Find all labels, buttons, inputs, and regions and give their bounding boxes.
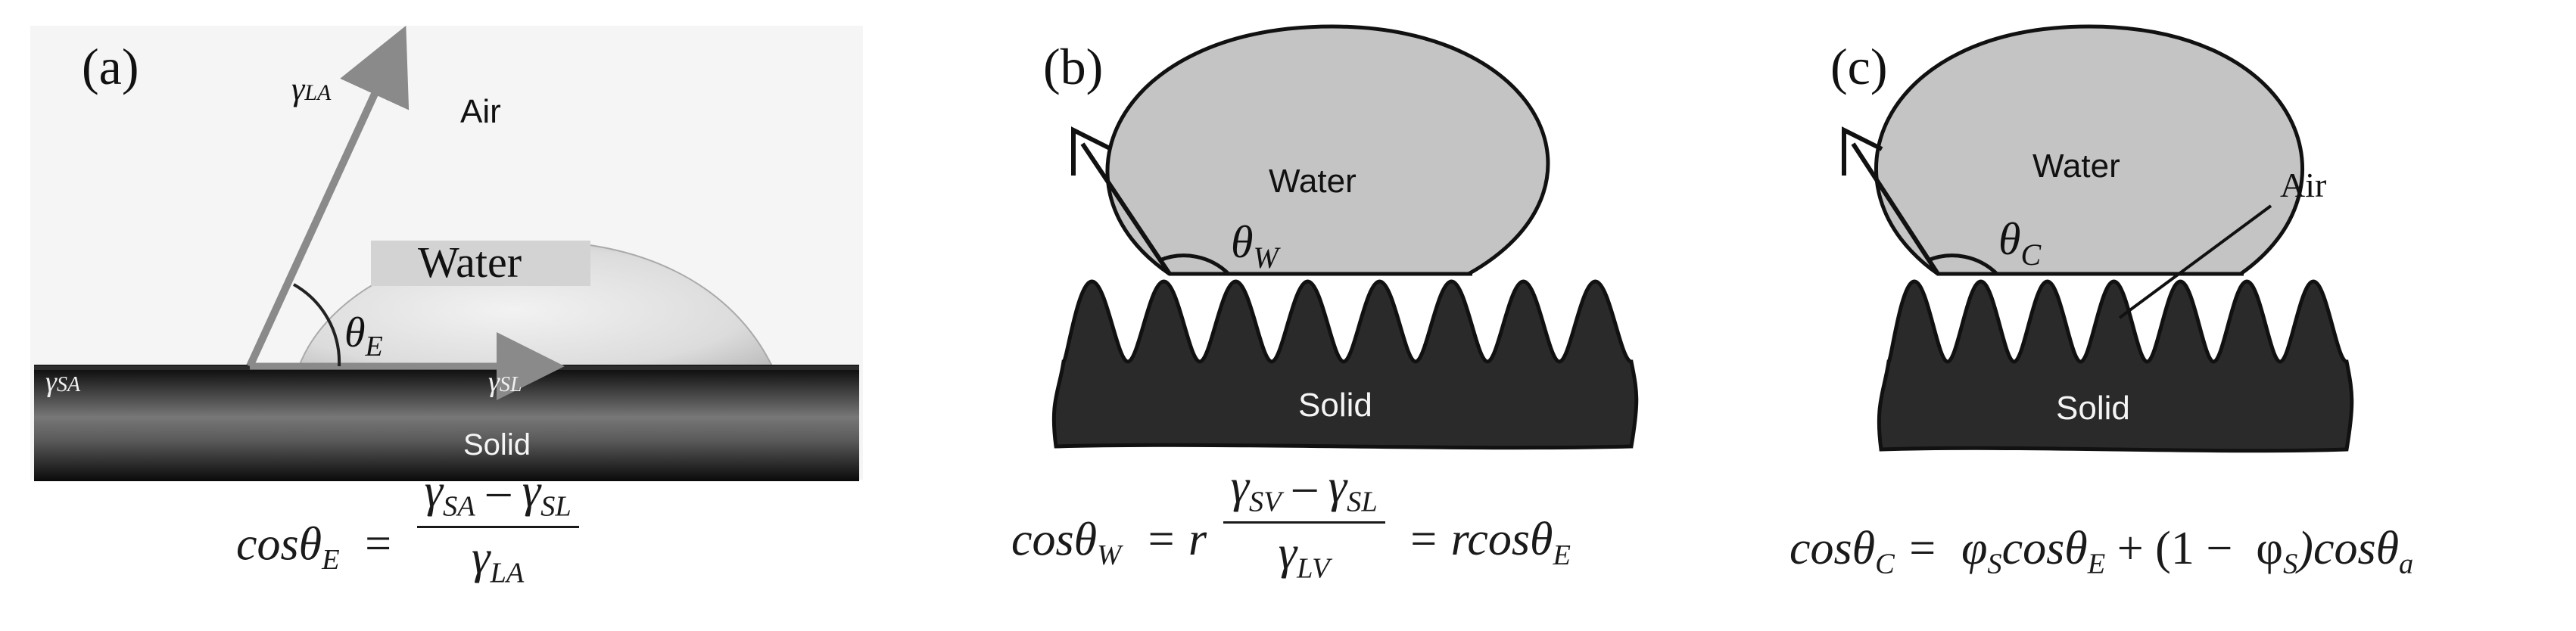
solid-label-c: Solid bbox=[2056, 390, 2130, 427]
panel-c-label: (c) bbox=[1830, 38, 1888, 95]
gamma-sl-symbol: γ bbox=[488, 366, 500, 398]
panel-c-graphics bbox=[1842, 24, 2354, 453]
air-label-a: Air bbox=[460, 93, 501, 130]
panel-b-graphics bbox=[1051, 24, 1639, 450]
contact-angle-arc-c bbox=[1927, 253, 1998, 275]
water-droplet-b bbox=[1105, 24, 1550, 276]
panel-b-label: (b) bbox=[1043, 38, 1104, 95]
theta-e-label: θE bbox=[344, 312, 383, 361]
gamma-la-symbol: γ bbox=[291, 70, 305, 107]
rough-solid-c bbox=[1877, 279, 2354, 453]
theta-symbol-a: θ bbox=[344, 309, 366, 356]
panel-a-label: (a) bbox=[82, 38, 139, 95]
eq-b-num-gamma-1: γ bbox=[1230, 461, 1250, 512]
gamma-sl-subscript: SL bbox=[499, 373, 522, 396]
eq-a-fraction: γSA – γSL γLA bbox=[416, 465, 579, 588]
eq-c-cos1-sub: E bbox=[2087, 548, 2106, 580]
tangent-line-b bbox=[1080, 142, 1172, 275]
eq-a-den-gamma: γ bbox=[472, 531, 491, 583]
eq-c-lhs-sub: C bbox=[1875, 548, 1895, 580]
eq-c-equals: = φ bbox=[1894, 523, 1988, 574]
cassie-baxter-equation: cosθC = φScosθE + (1 − φS)cosθa bbox=[1789, 525, 2413, 579]
eq-b-minus: – bbox=[1281, 461, 1328, 512]
contact-angle-arc-a bbox=[293, 283, 341, 367]
eq-a-num-gamma-1: γ bbox=[424, 465, 443, 517]
theta-subscript-c: C bbox=[2020, 238, 2042, 272]
theta-subscript-b: W bbox=[1253, 241, 1279, 275]
eq-a-num-sub-1: SA bbox=[443, 490, 475, 523]
tangent-arrowhead-b bbox=[1071, 126, 1113, 176]
eq-a-num-gamma-2: γ bbox=[522, 465, 541, 517]
tangent-line-c bbox=[1851, 142, 1940, 275]
eq-c-cos2-sub: a bbox=[2399, 548, 2414, 580]
eq-b-rhs-sub: E bbox=[1553, 539, 1571, 571]
eq-b-num-gamma-2: γ bbox=[1328, 461, 1347, 512]
gamma-sl-label: γSL bbox=[488, 368, 522, 396]
theta-subscript-a: E bbox=[365, 331, 383, 362]
rough-solid-b bbox=[1051, 279, 1639, 450]
gamma-sa-label: γSA bbox=[45, 368, 80, 396]
eq-c-close: )cosθ bbox=[2297, 523, 2400, 574]
wenzel-equation: cosθW = r γSV – γSL γLV = rcosθE bbox=[1011, 463, 1571, 583]
eq-b-denominator: γLV bbox=[1223, 524, 1385, 583]
eq-b-num-sub-2: SL bbox=[1347, 486, 1378, 518]
eq-a-denominator: γLA bbox=[417, 528, 579, 588]
water-label-c: Water bbox=[2032, 148, 2120, 185]
eq-b-numerator: γSV – γSL bbox=[1223, 463, 1385, 524]
theta-symbol-b: θ bbox=[1231, 217, 1254, 267]
eq-b-lhs-sub: W bbox=[1097, 539, 1122, 571]
water-label-backdrop bbox=[371, 241, 590, 286]
solid-label-b: Solid bbox=[1298, 387, 1372, 424]
eq-c-plus: + (1 − φ bbox=[2105, 523, 2284, 574]
eq-b-den-sub: LV bbox=[1297, 552, 1330, 585]
eq-a-lhs: cosθ bbox=[236, 518, 322, 570]
eq-b-num-sub-1: SV bbox=[1249, 486, 1282, 518]
theta-w-label: θW bbox=[1231, 219, 1279, 273]
solid-substrate bbox=[34, 365, 859, 481]
eq-a-lhs-sub: E bbox=[322, 543, 340, 576]
air-label-c: Air bbox=[2280, 166, 2327, 204]
eq-a-numerator: γSA – γSL bbox=[416, 465, 579, 528]
eq-b-fraction: γSV – γSL γLV bbox=[1223, 463, 1385, 583]
eq-c-phi2-sub: S bbox=[2283, 548, 2298, 580]
water-droplet-c bbox=[1874, 24, 2304, 276]
theta-symbol-c: θ bbox=[1998, 214, 2021, 264]
eq-a-minus: – bbox=[475, 465, 522, 517]
eq-b-equals: = r bbox=[1145, 514, 1207, 566]
gamma-la-subscript: LA bbox=[304, 80, 332, 105]
gamma-sa-symbol: γ bbox=[45, 366, 57, 398]
panel-a-graphics bbox=[30, 25, 863, 481]
eq-a-equals: = bbox=[365, 518, 392, 570]
gamma-la-label: γLA bbox=[291, 73, 331, 106]
eq-b-lhs: cosθ bbox=[1011, 514, 1098, 566]
eq-b-den-gamma: γ bbox=[1278, 527, 1297, 579]
contact-angle-arc-b bbox=[1159, 253, 1230, 275]
solid-label-a: Solid bbox=[463, 428, 531, 462]
water-label-b: Water bbox=[1269, 163, 1357, 200]
eq-b-rhs: = rcosθ bbox=[1407, 514, 1553, 566]
tangent-arrowhead-c bbox=[1842, 126, 1883, 176]
gamma-sa-subscript: SA bbox=[56, 373, 81, 396]
eq-c-cos1: cosθ bbox=[2001, 523, 2088, 574]
eq-c-lhs: cosθ bbox=[1789, 523, 1876, 574]
air-pointer-line bbox=[2118, 204, 2272, 319]
gamma-la-arrow bbox=[246, 25, 410, 368]
young-equation: cosθE = γSA – γSL γLA bbox=[236, 468, 579, 587]
theta-c-label: θC bbox=[1998, 216, 2041, 270]
eq-a-den-sub: LA bbox=[490, 557, 525, 589]
eq-c-phi1-sub: S bbox=[1987, 548, 2002, 580]
eq-a-num-sub-2: SL bbox=[540, 490, 572, 523]
water-label-a: Water bbox=[418, 238, 522, 287]
